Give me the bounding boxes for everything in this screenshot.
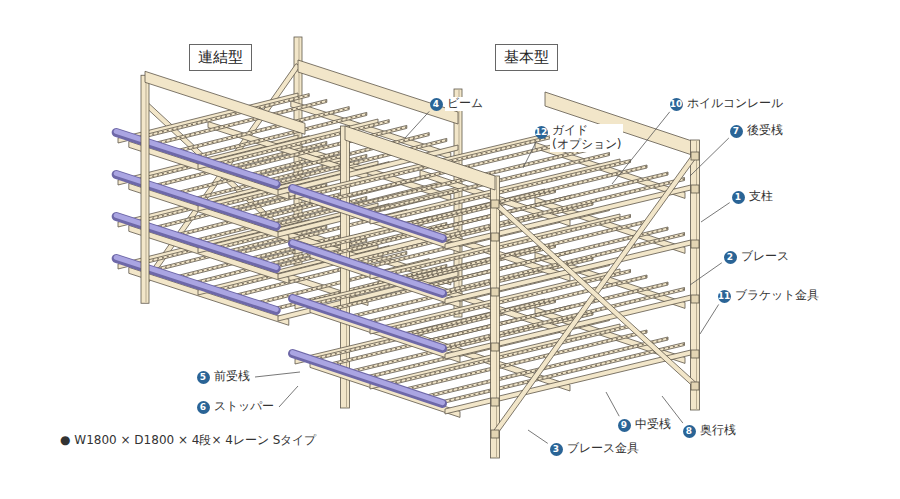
callout-number: 8 bbox=[683, 425, 696, 438]
callout-digit: 5 bbox=[200, 372, 206, 382]
bracket bbox=[691, 295, 699, 303]
stopper bbox=[293, 299, 443, 349]
brace bbox=[493, 154, 697, 435]
stopper-highlight bbox=[293, 353, 443, 403]
bracket bbox=[691, 240, 699, 248]
callout-number: 12 bbox=[535, 126, 548, 139]
rack-bar bbox=[423, 282, 668, 344]
stopper bbox=[293, 244, 443, 294]
part-name: ストッパー bbox=[212, 400, 276, 414]
callout-digit: 4 bbox=[433, 99, 439, 109]
leader-line bbox=[690, 263, 722, 285]
type-name: 基本型 bbox=[504, 48, 549, 66]
stopper-highlight bbox=[293, 243, 443, 293]
part-name: 中受桟 bbox=[633, 418, 673, 432]
callout-number: 3 bbox=[550, 443, 563, 456]
callout-number: 9 bbox=[618, 419, 631, 432]
wheel-rail bbox=[423, 339, 668, 398]
leader-lines bbox=[255, 111, 730, 443]
callout-digit: 11 bbox=[718, 291, 731, 301]
callout-digit: 1 bbox=[735, 192, 741, 202]
basic-rack bbox=[293, 92, 700, 458]
part-name: ブレース bbox=[739, 250, 791, 264]
part-name: ブレース金具 bbox=[565, 442, 641, 456]
post-edge bbox=[696, 141, 697, 409]
rack-bar bbox=[545, 92, 695, 156]
part-name: 後受桟 bbox=[745, 124, 785, 138]
stopper bbox=[116, 132, 276, 184]
part-name: 奥行桟 bbox=[698, 424, 738, 438]
leader-line bbox=[690, 138, 729, 176]
post-edge bbox=[146, 76, 147, 302]
callout-digit: 2 bbox=[727, 252, 733, 262]
rack-bar bbox=[423, 227, 668, 289]
upright-post bbox=[691, 140, 700, 410]
bracket bbox=[691, 350, 699, 358]
leader-line bbox=[405, 111, 429, 138]
wheel-rail bbox=[423, 284, 668, 343]
bracket bbox=[691, 152, 699, 160]
callout-digit: 6 bbox=[200, 402, 206, 412]
callout-number: 11 bbox=[718, 290, 731, 303]
leader-line bbox=[701, 203, 730, 222]
type-label-box: 基本型 bbox=[495, 44, 558, 71]
bracket bbox=[491, 288, 499, 296]
part-name: ブラケット金具 bbox=[733, 289, 821, 303]
brace bbox=[493, 201, 696, 387]
callout-number: 2 bbox=[724, 251, 737, 264]
part-name: ホイルコンレール bbox=[685, 97, 785, 111]
leader-line bbox=[700, 304, 719, 334]
part-name: 支柱 bbox=[747, 190, 775, 204]
leader-line bbox=[523, 141, 537, 168]
leader-line bbox=[528, 430, 548, 443]
callout-number: 7 bbox=[730, 125, 743, 138]
callout-number: 6 bbox=[197, 401, 210, 414]
callout-number: 10 bbox=[670, 98, 683, 111]
callout-number: 5 bbox=[197, 371, 210, 384]
stopper-highlight bbox=[293, 188, 443, 238]
bracket bbox=[491, 343, 499, 351]
rack-bar bbox=[345, 126, 495, 190]
part-name: ビーム bbox=[445, 97, 485, 111]
leader-line bbox=[279, 386, 298, 407]
wheel-rail bbox=[423, 229, 668, 288]
post-edge bbox=[496, 177, 497, 457]
rack-bar bbox=[440, 178, 685, 240]
callout-digit: 8 bbox=[686, 426, 692, 436]
rack-bar bbox=[423, 172, 668, 234]
bracket bbox=[491, 398, 499, 406]
stopper-highlight bbox=[293, 298, 443, 348]
wheel-rail bbox=[440, 344, 685, 403]
wheel-rail bbox=[423, 174, 668, 233]
stopper bbox=[293, 189, 443, 239]
callout-digit: 12 bbox=[535, 127, 548, 137]
spec-note: ● W1800 × D1800 × 4段× 4レーン Sタイプ bbox=[58, 434, 318, 448]
leader-line bbox=[255, 372, 300, 377]
part-name: ガイド (オプション) bbox=[550, 124, 623, 152]
callout-digit: 3 bbox=[553, 444, 559, 454]
callout-number: 4 bbox=[430, 98, 443, 111]
bracket bbox=[491, 430, 499, 438]
upright-post bbox=[491, 176, 500, 458]
stopper-highlight bbox=[116, 131, 276, 183]
callout-number: 1 bbox=[732, 191, 745, 204]
bracket bbox=[491, 200, 499, 208]
bracket bbox=[491, 233, 499, 241]
callout-digit: 7 bbox=[733, 126, 739, 136]
stopper bbox=[293, 354, 443, 404]
upright-post bbox=[141, 75, 149, 303]
callout-digit: 9 bbox=[621, 420, 627, 430]
wheel-rail bbox=[440, 179, 685, 238]
bracket bbox=[691, 185, 699, 193]
bracket bbox=[691, 382, 699, 390]
type-label-box: 連結型 bbox=[189, 44, 252, 71]
part-name: 前受桟 bbox=[212, 370, 252, 384]
type-name: 連結型 bbox=[198, 48, 243, 66]
rack-bar bbox=[423, 337, 668, 399]
callout-digit: 10 bbox=[670, 99, 683, 109]
leader-line bbox=[606, 392, 619, 416]
rack-bar bbox=[145, 71, 305, 134]
